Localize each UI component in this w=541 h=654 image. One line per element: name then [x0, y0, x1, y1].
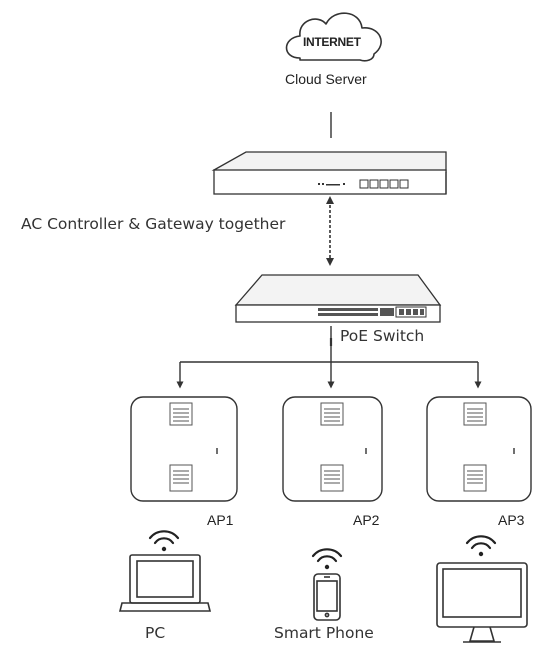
laptop-icon	[118, 554, 212, 612]
client-label: Smart Phone	[274, 624, 374, 642]
ap-label: AP1	[207, 512, 234, 528]
access-point-3	[426, 396, 532, 502]
switch-caption: PoE Switch	[340, 327, 425, 345]
monitor-icon	[436, 562, 528, 643]
wifi-icon	[311, 548, 343, 570]
controller-device	[211, 151, 447, 195]
ap-label: AP3	[498, 512, 525, 528]
switch-ports	[318, 306, 427, 318]
access-point-1	[130, 396, 238, 502]
cloud-icon	[285, 12, 382, 62]
client-label: PC	[145, 624, 166, 642]
access-point-2	[282, 396, 383, 502]
wifi-icon	[148, 530, 180, 552]
controller-ports	[359, 179, 409, 189]
ap-label: AP2	[353, 512, 380, 528]
poe-switch-device	[234, 274, 442, 323]
controller-caption: AC Controller & Gateway together	[21, 215, 286, 233]
wifi-icon	[465, 535, 497, 557]
controller-led-dots	[318, 183, 345, 186]
ap-link-lines	[176, 326, 482, 389]
smartphone-icon	[313, 573, 341, 621]
cloud-text: INTERNET	[303, 35, 361, 49]
cloud-caption: Cloud Server	[285, 71, 367, 87]
